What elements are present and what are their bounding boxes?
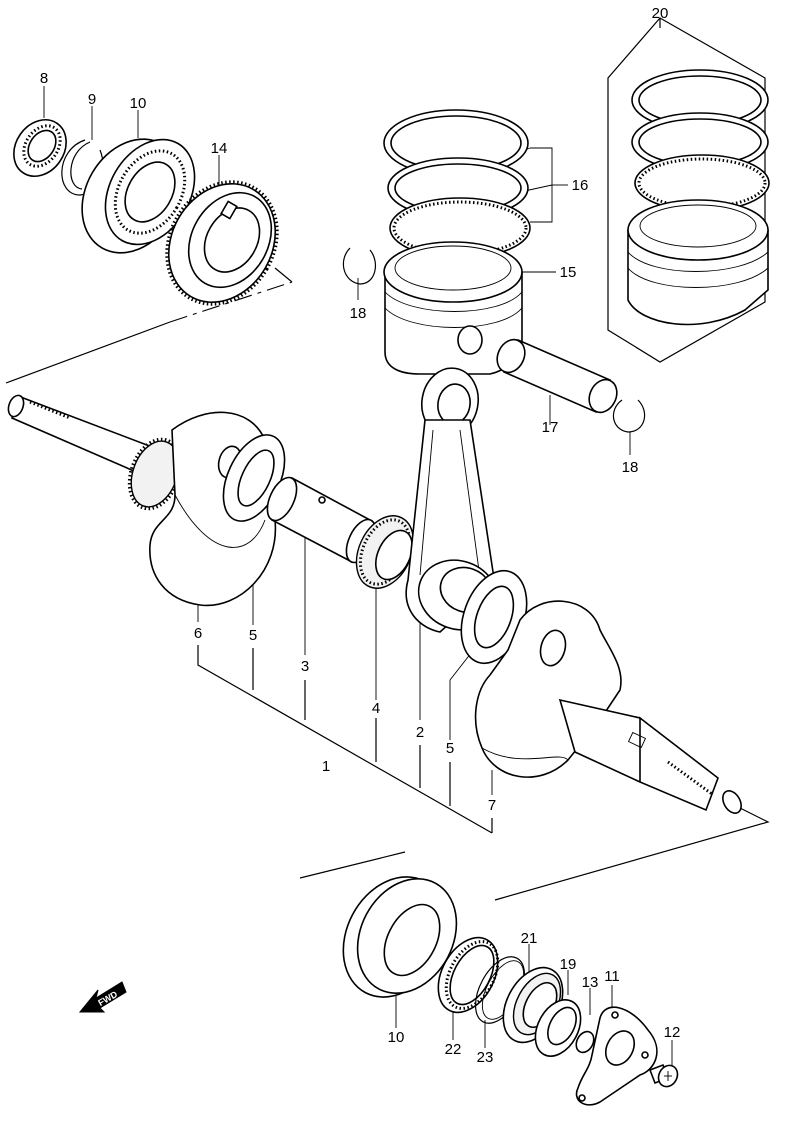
bearing-22 — [437, 936, 500, 1014]
bearing-10-bottom — [342, 876, 458, 998]
piston-kit-20 — [627, 69, 770, 326]
connecting-rod-2 — [405, 367, 499, 633]
callout-10-top: 10 — [130, 95, 147, 112]
crankshaft-right-7 — [474, 600, 742, 814]
callout-5-left: 5 — [249, 627, 257, 644]
piston-kit-frame — [607, 17, 766, 363]
circlip-18-right — [612, 399, 646, 433]
o-ring-13 — [575, 1030, 595, 1054]
bearing-10-top — [81, 138, 196, 254]
callout-10-bottom: 10 — [388, 1029, 405, 1046]
callout-11: 11 — [604, 968, 620, 985]
callout-13: 13 — [582, 974, 599, 991]
retainer-plate-11 — [575, 1006, 658, 1106]
fwd-indicator: FWD — [78, 981, 127, 1013]
piston-15 — [383, 241, 523, 375]
arrow-icon — [78, 981, 127, 1013]
screw-12 — [648, 1063, 679, 1088]
callout-17: 17 — [542, 419, 559, 436]
callout-20: 20 — [652, 5, 669, 22]
callout-1: 1 — [322, 758, 330, 775]
thrust-washer-5-right — [460, 569, 528, 665]
gear-14 — [165, 180, 279, 306]
callout-22: 22 — [445, 1041, 462, 1058]
callout-14: 14 — [211, 140, 228, 157]
callout-23: 23 — [477, 1049, 494, 1066]
needle-bearing-4 — [355, 515, 415, 589]
callout-21: 21 — [521, 930, 538, 947]
piston-rings-16 — [383, 109, 531, 259]
callout-7: 7 — [488, 797, 496, 814]
callout-9: 9 — [88, 91, 96, 108]
callout-4: 4 — [372, 700, 380, 717]
callout-5-right: 5 — [446, 740, 454, 757]
callout-6: 6 — [194, 625, 202, 642]
bearing-8 — [13, 119, 67, 177]
callout-12: 12 — [664, 1024, 681, 1041]
callout-19: 19 — [560, 956, 577, 973]
callout-15: 15 — [560, 264, 577, 281]
group-frames — [5, 17, 770, 1068]
spacer-19 — [534, 999, 582, 1057]
callout-3: 3 — [301, 658, 309, 675]
callout-18-top: 18 — [350, 305, 367, 322]
callout-16: 16 — [572, 177, 589, 194]
circlip-18-top — [342, 247, 377, 285]
callout-labels: 8 9 10 14 20 16 15 18 17 18 6 5 3 4 2 5 … — [40, 5, 681, 1066]
callout-2: 2 — [416, 724, 424, 741]
callout-8: 8 — [40, 70, 48, 87]
piston-pin-17 — [496, 338, 618, 414]
callout-18-right: 18 — [622, 459, 639, 476]
